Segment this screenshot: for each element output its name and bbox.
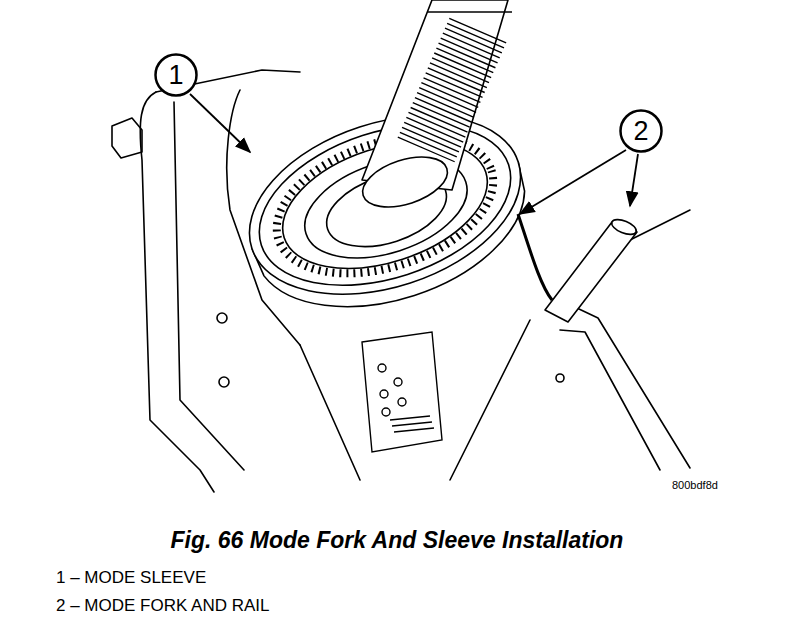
legend-entry: 2 – MODE FORK AND RAIL xyxy=(56,597,270,616)
gear-dot xyxy=(398,398,406,406)
rail-end xyxy=(610,217,639,238)
leader-arrow xyxy=(520,150,626,214)
bolt-hole xyxy=(217,313,227,323)
shaft-collar xyxy=(356,147,453,216)
figure-caption: Fig. 66 Mode Fork And Sleeve Installatio… xyxy=(171,528,624,553)
gear-plate xyxy=(362,332,442,452)
leader-arrow xyxy=(630,154,638,206)
housing-flange xyxy=(560,330,660,470)
lower-gear xyxy=(362,332,442,452)
housing-rib xyxy=(300,345,360,480)
mode-fork-and-rail xyxy=(518,214,638,322)
legend-entry: 1 – MODE SLEEVE xyxy=(56,569,206,588)
shaft-splines xyxy=(426,30,478,150)
housing-outline xyxy=(560,300,690,468)
callout-circle: 2 xyxy=(619,109,663,153)
leader-arrow xyxy=(190,94,250,152)
fork-arm xyxy=(518,214,552,300)
gear-dot xyxy=(378,364,386,372)
shift-rail xyxy=(545,222,637,322)
callout-number: 1 xyxy=(154,53,198,97)
housing-flange xyxy=(174,102,244,470)
callout-ring xyxy=(156,55,197,96)
figure-code: 800bdf8d xyxy=(672,479,718,491)
gear-dot xyxy=(382,408,390,416)
housing-rib xyxy=(450,320,530,480)
bolt-hole xyxy=(556,374,564,382)
bolt-hole xyxy=(219,377,229,387)
callout-circle: 1 xyxy=(154,53,198,97)
leader-lines xyxy=(190,94,638,214)
shaft-ring xyxy=(428,11,512,13)
gear-dot xyxy=(380,390,388,398)
callout-number: 2 xyxy=(619,109,663,153)
callout-ring xyxy=(621,111,662,152)
housing-tab xyxy=(112,118,142,158)
gear-dot xyxy=(394,378,402,386)
output-shaft xyxy=(356,0,512,217)
gear-hatch xyxy=(390,416,434,432)
